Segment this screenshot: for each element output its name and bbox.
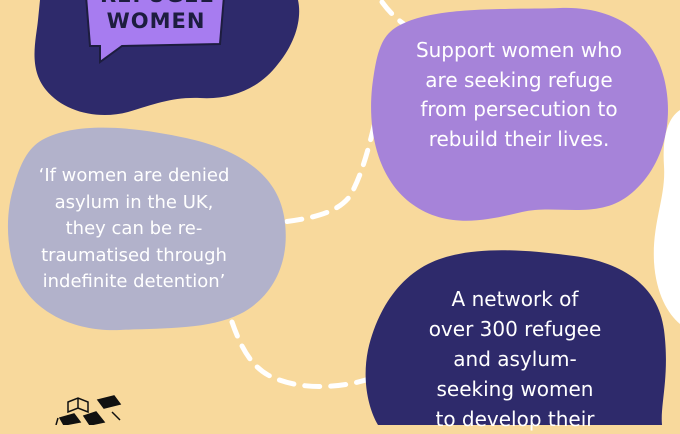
- network-blob: [365, 250, 666, 425]
- right-white-blob: [653, 110, 680, 324]
- quote-blob: [7, 127, 286, 331]
- network-text: A network of over 300 refugee and asylum…: [428, 287, 602, 431]
- books-icon: [55, 395, 122, 425]
- background-shapes: [7, 0, 680, 425]
- speech-bubble-shape: [85, 0, 225, 64]
- support-blob: [371, 7, 668, 221]
- logo-badge: [85, 0, 225, 64]
- quote-text: ‘If women are denied asylum in the UK, t…: [38, 165, 230, 293]
- support-text: Support women who are seeking refuge fro…: [415, 38, 623, 151]
- logo-text: REFUGEE WOMEN: [100, 0, 214, 33]
